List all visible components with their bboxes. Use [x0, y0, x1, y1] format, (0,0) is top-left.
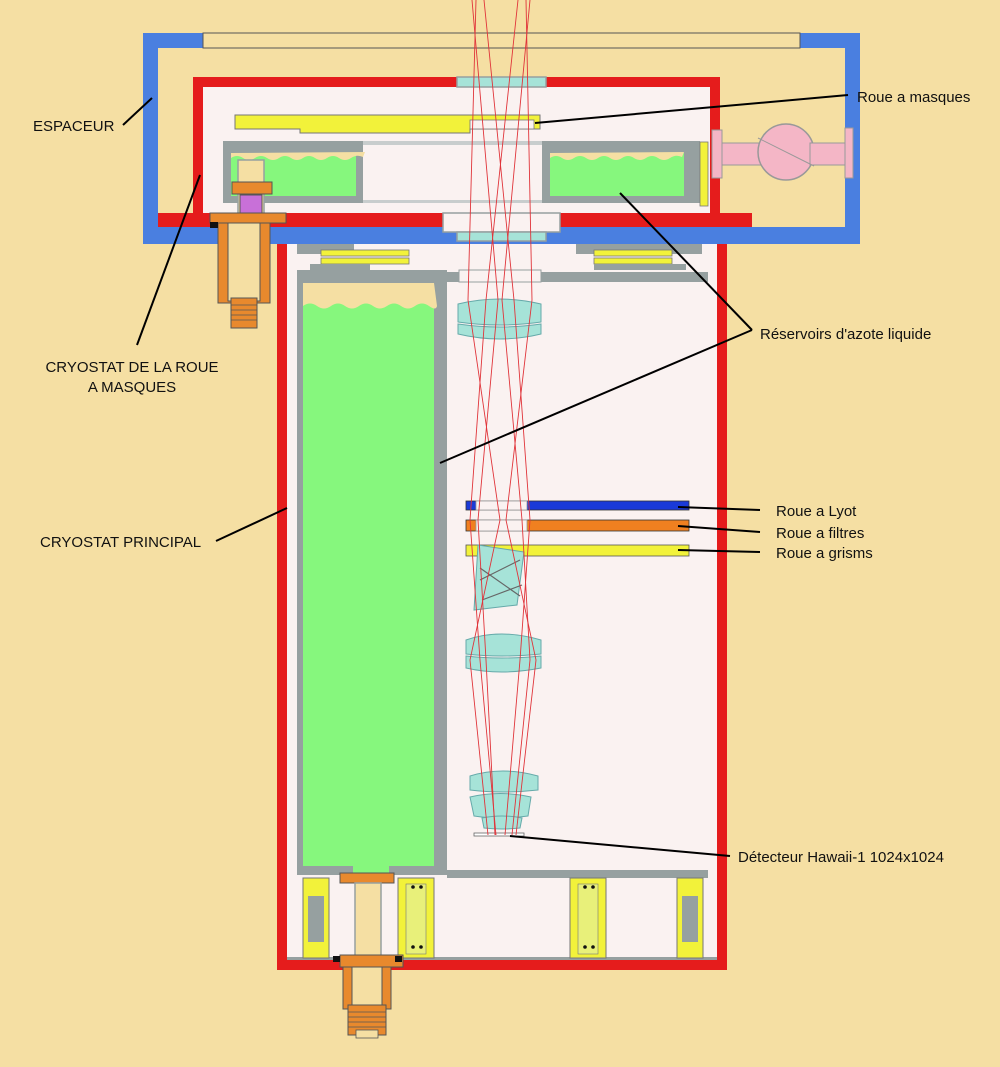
leader-espaceur — [122, 97, 153, 126]
vacuum-valve — [711, 123, 854, 181]
leader-detecteur — [509, 835, 731, 857]
leader-cryostat-roue — [136, 174, 201, 346]
top-supports — [297, 244, 708, 283]
fill-tube-bottom — [333, 866, 404, 1039]
leader-cryostat-principal — [215, 507, 288, 542]
mask-wheel-cryostat — [158, 76, 845, 242]
optics — [457, 298, 690, 837]
label-roue-grisms: Roue a grisms — [776, 545, 873, 562]
label-reservoirs: Réservoirs d'azote liquide — [760, 326, 931, 343]
bottom-supports — [302, 877, 704, 959]
label-cryostat-roue-line2: A MASQUES — [88, 379, 176, 396]
label-roue-lyot: Roue a Lyot — [776, 503, 857, 520]
label-cryostat-roue-line1: CRYOSTAT DE LA ROUE — [45, 359, 218, 376]
light-rays — [467, 0, 537, 836]
labels: ESPACEUR Roue a masques CRYOSTAT DE LA R… — [33, 89, 970, 866]
leader-filtres — [677, 525, 761, 533]
leader-lines — [122, 94, 849, 857]
label-detecteur: Détecteur Hawaii-1 1024x1024 — [738, 849, 944, 866]
label-espaceur: ESPACEUR — [33, 118, 115, 135]
label-roue-filtres: Roue a filtres — [776, 525, 864, 542]
leader-grisms — [677, 549, 761, 553]
leader-lyot — [677, 506, 761, 511]
main-ln2-tank — [297, 270, 708, 878]
fill-tube-top — [209, 159, 287, 329]
leader-roue-masques — [534, 94, 849, 124]
label-roue-masques: Roue a masques — [857, 89, 970, 106]
leader-reservoir-1 — [619, 192, 753, 331]
leader-reservoir-2 — [439, 329, 753, 464]
label-cryostat-principal: CRYOSTAT PRINCIPAL — [40, 534, 201, 551]
